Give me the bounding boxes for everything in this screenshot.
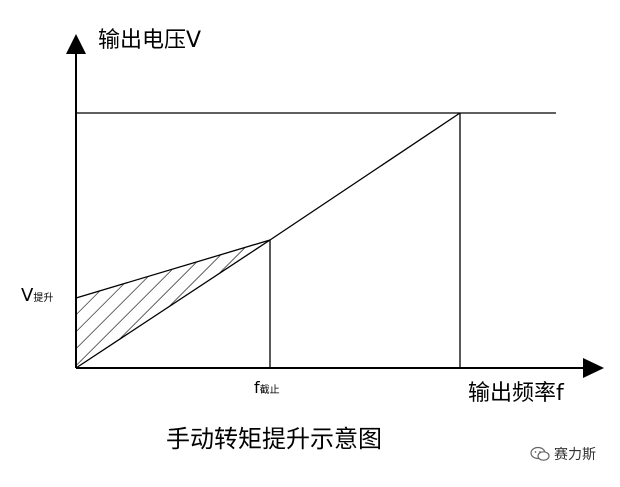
cutoff-frequency-sub: 截止 — [259, 385, 280, 396]
vf-original-line — [75, 239, 271, 369]
diagram-caption: 手动转矩提升示意图 — [166, 425, 382, 453]
watermark-text: 赛力斯 — [554, 447, 596, 463]
vf-curve-linear-segment — [269, 112, 461, 241]
x-axis-label: 输出频率f — [468, 381, 564, 406]
boost-voltage-main: V — [21, 285, 34, 306]
cutoff-frequency-main: f — [254, 378, 260, 397]
x-axis-arrow-icon — [583, 358, 604, 378]
vf-curve-boost-segment — [75, 239, 271, 299]
wechat-chat-icon — [530, 446, 550, 461]
boost-voltage-label: V提升 — [21, 287, 53, 305]
y-axis-arrow-icon — [66, 34, 86, 54]
boost-voltage-sub: 提升 — [33, 293, 54, 304]
cutoff-frequency-label: f截止 — [254, 380, 280, 396]
watermark: 赛力斯 — [530, 444, 596, 464]
y-axis-label: 输出电压V — [98, 28, 202, 53]
